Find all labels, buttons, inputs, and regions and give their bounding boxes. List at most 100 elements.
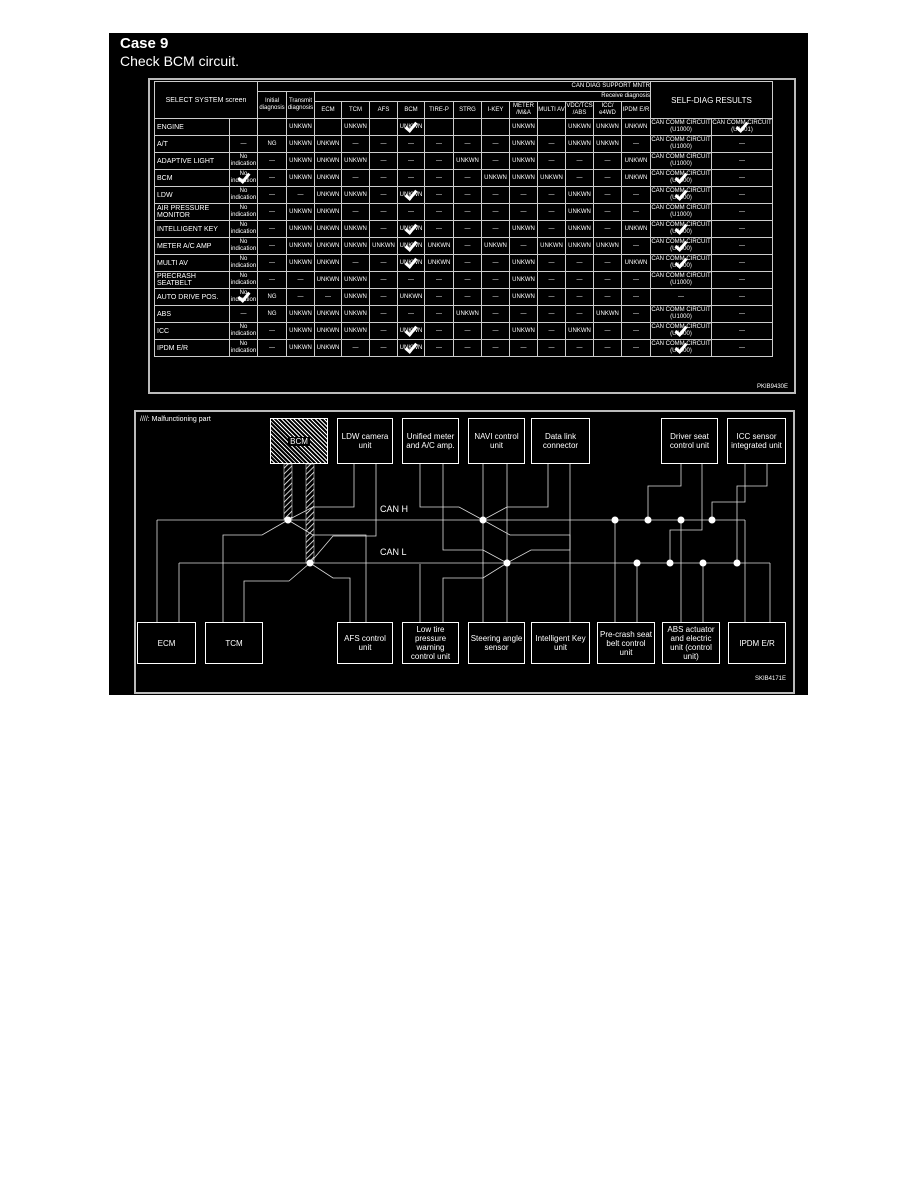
junction-dot — [479, 516, 487, 524]
cell-text: CAN COMM CIRCUIT (U1000) — [651, 307, 711, 320]
top-unit: LDW camera unit — [337, 418, 393, 464]
cell-text: — — [352, 208, 359, 215]
bottom-unit: ABS actuator and electric unit (control … — [662, 622, 720, 664]
table-cell: — — [286, 186, 315, 204]
case-title: Case 9 — [120, 35, 169, 52]
table-cell: — — [593, 186, 622, 204]
cell-text: — — [633, 310, 639, 317]
table-cell: UNKWN — [397, 322, 425, 340]
junction-dot — [708, 516, 716, 524]
table-cell: — — [565, 152, 594, 170]
table-cell: No indication — [229, 322, 258, 340]
table-cell: UNKWN — [341, 186, 370, 204]
table-cell: — — [509, 305, 538, 323]
table-cell: NG — [257, 135, 287, 153]
cell-text: CAN COMM CIRCUIT (U1000) — [651, 154, 711, 167]
table-cell: CAN COMM CIRCUIT (U1000) — [650, 220, 712, 238]
cell-text: — — [520, 344, 527, 351]
table-cell: — — [621, 271, 651, 289]
cell-text: CAN COMM CIRCUIT (U1000) — [651, 222, 711, 235]
junction-dot — [284, 516, 292, 524]
cell-text: CAN COMM CIRCUIT (U1000) — [651, 205, 711, 218]
cell-text: — — [464, 174, 471, 181]
table-cell: CAN COMM CIRCUIT (U1000) — [650, 152, 712, 170]
cell-text: — — [492, 344, 499, 351]
table-cell: — — [565, 254, 594, 272]
cell-text: — — [548, 344, 555, 351]
table-cell: — — [314, 288, 342, 306]
receive-col-header: TIRE-P — [424, 101, 454, 119]
system-name: IPDM E/R — [154, 339, 230, 357]
table-cell: — — [621, 237, 651, 255]
cell-text: — — [604, 327, 611, 334]
cell-text: CAN COMM CIRCUIT (U1000) — [651, 171, 711, 184]
table-cell: CAN COMM CIRCUIT (U1000) — [650, 339, 712, 357]
system-name: A/T — [154, 135, 230, 153]
table-cell: UNKWN — [565, 203, 594, 221]
table-cell: UNKWN — [341, 118, 370, 136]
cell-text: — — [520, 191, 527, 198]
table-cell: — — [397, 152, 425, 170]
cell-text: — — [492, 191, 499, 198]
system-name: METER A/C AMP — [154, 237, 230, 255]
cell-text: — — [380, 225, 387, 232]
table-cell: — — [711, 271, 773, 289]
cell-text: — — [739, 310, 745, 317]
table-cell: UNKWN — [286, 220, 315, 238]
cell-text: — — [436, 157, 442, 164]
cell-text: CAN COMM CIRCUIT (U1000) — [651, 137, 711, 150]
cell-text: — — [408, 208, 414, 215]
cell-text: — — [380, 191, 387, 198]
cell-text: — — [436, 174, 442, 181]
table-cell: — — [424, 169, 454, 187]
cell-text: — — [739, 157, 745, 164]
cell-text: — — [548, 140, 555, 147]
table-cell: UNKWN — [341, 322, 370, 340]
cell-text: — — [633, 191, 639, 198]
table-cell: CAN COMM CIRCUIT (U1000) — [650, 237, 712, 255]
cell-text: — — [269, 191, 275, 198]
cell-text: — — [464, 242, 471, 249]
table-cell: — — [711, 186, 773, 204]
table-cell: — — [453, 271, 482, 289]
figure-code: PKIB9430E — [756, 384, 788, 390]
cell-text: — — [269, 276, 275, 283]
cell-text: UNKWN — [344, 310, 367, 317]
cell-text: UNKWN — [624, 123, 648, 130]
cell-text: NG — [267, 140, 277, 147]
cell-text: No indication — [230, 239, 257, 252]
bottom-unit: AFS control unit — [337, 622, 393, 664]
table-cell: — — [711, 135, 773, 153]
cell-text: — — [576, 310, 583, 317]
top-unit: NAVI control unit — [468, 418, 525, 464]
bottom-unit: ECM — [137, 622, 196, 664]
receive-col-header: ECM — [314, 101, 342, 119]
table-cell: — — [369, 135, 398, 153]
table-cell: UNKWN — [286, 237, 315, 255]
table-cell: — — [593, 254, 622, 272]
table-cell: — — [369, 339, 398, 357]
malfunction-wire-l — [305, 463, 315, 564]
junction-dot — [611, 516, 619, 524]
table-cell: — — [537, 288, 566, 306]
receive-col-header: METER /M&A — [509, 101, 538, 119]
cell-text: UNKWN — [399, 259, 423, 266]
cell-text: UNKWN — [512, 276, 535, 283]
cell-text: UNKWN — [596, 123, 619, 130]
cell-text: UNKWN — [344, 123, 367, 130]
table-cell: — — [369, 186, 398, 204]
table-cell: — — [621, 288, 651, 306]
system-name: ABS — [154, 305, 230, 323]
case-subtitle: Check BCM circuit. — [120, 53, 240, 69]
table-cell: UNKWN — [397, 339, 425, 357]
table-cell: — — [621, 186, 651, 204]
cell-text: — — [269, 259, 275, 266]
table-cell: — — [341, 203, 370, 221]
table-cell — [257, 118, 287, 136]
cell-text: No indication — [230, 324, 257, 337]
cell-text: — — [492, 310, 499, 317]
table-cell: — — [369, 271, 398, 289]
table-cell: UNKWN — [621, 254, 651, 272]
